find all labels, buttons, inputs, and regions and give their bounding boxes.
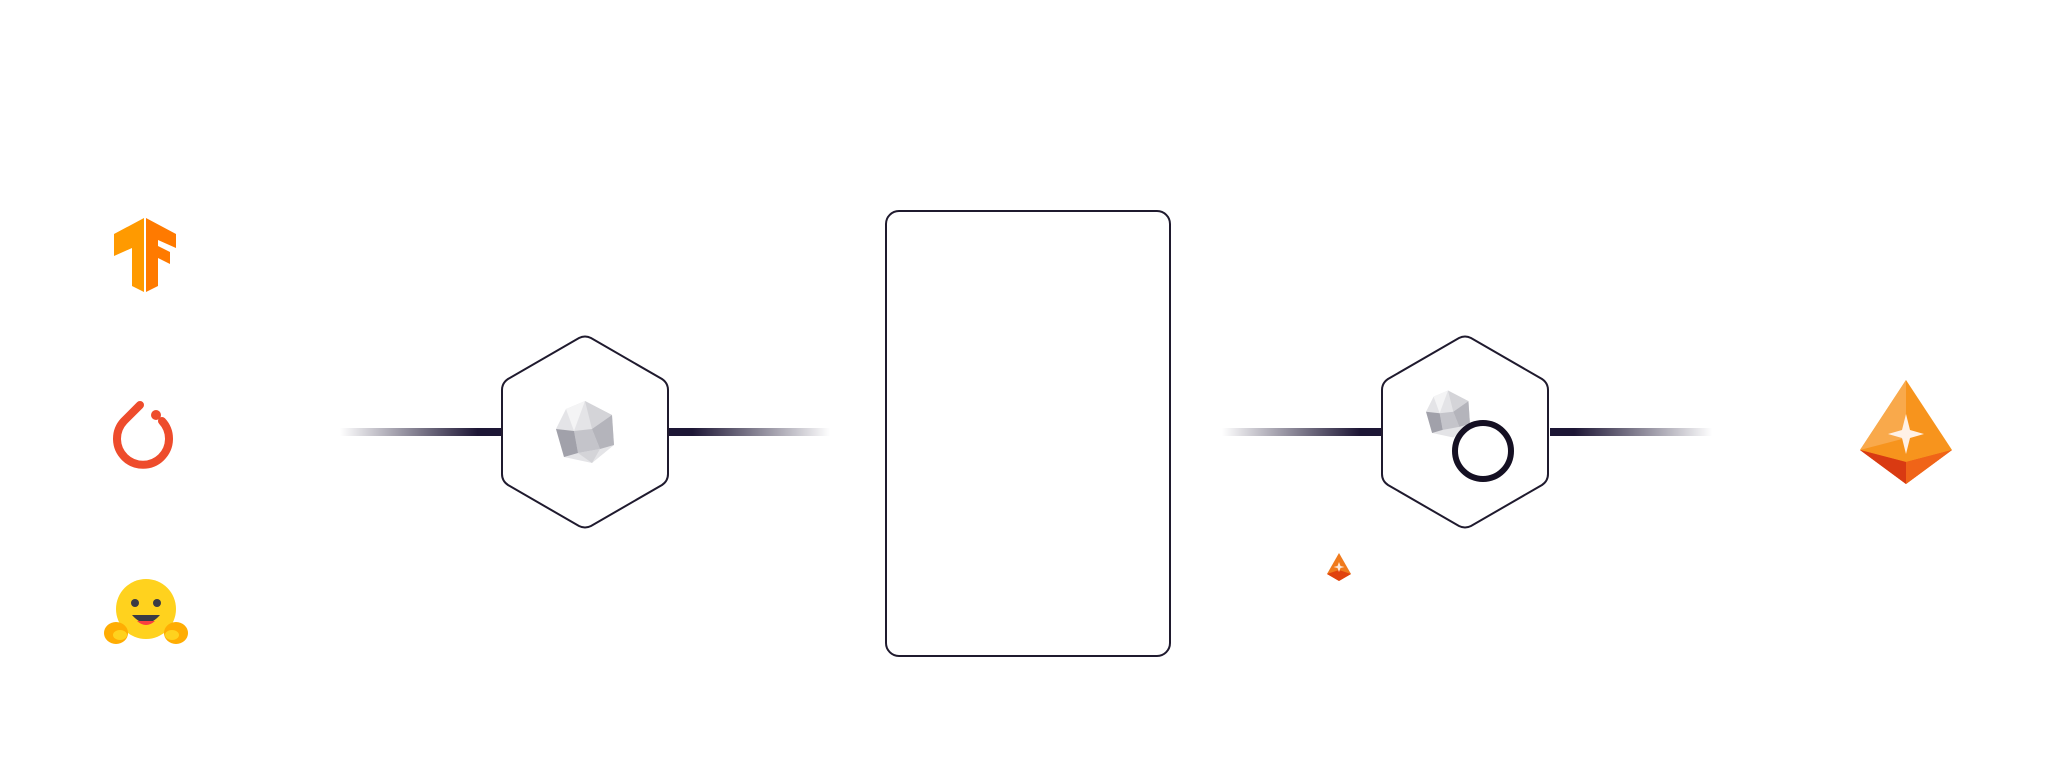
- ring-icon: [1452, 420, 1514, 482]
- crystal-gem-icon: [1426, 390, 1470, 438]
- tensorflow-logo: [114, 218, 176, 292]
- hugging-face-logo: [104, 579, 188, 644]
- connector-right-in: [1222, 428, 1384, 436]
- connector-left-in: [340, 428, 502, 436]
- connector-left-out: [668, 428, 830, 436]
- center-card: [885, 210, 1171, 657]
- small-pyramid-icon: [1327, 553, 1351, 581]
- crystal-gem-icon: [556, 401, 614, 463]
- orange-pyramid-logo: [1860, 380, 1952, 484]
- connector-right-out: [1550, 428, 1712, 436]
- pytorch-logo: [113, 401, 173, 469]
